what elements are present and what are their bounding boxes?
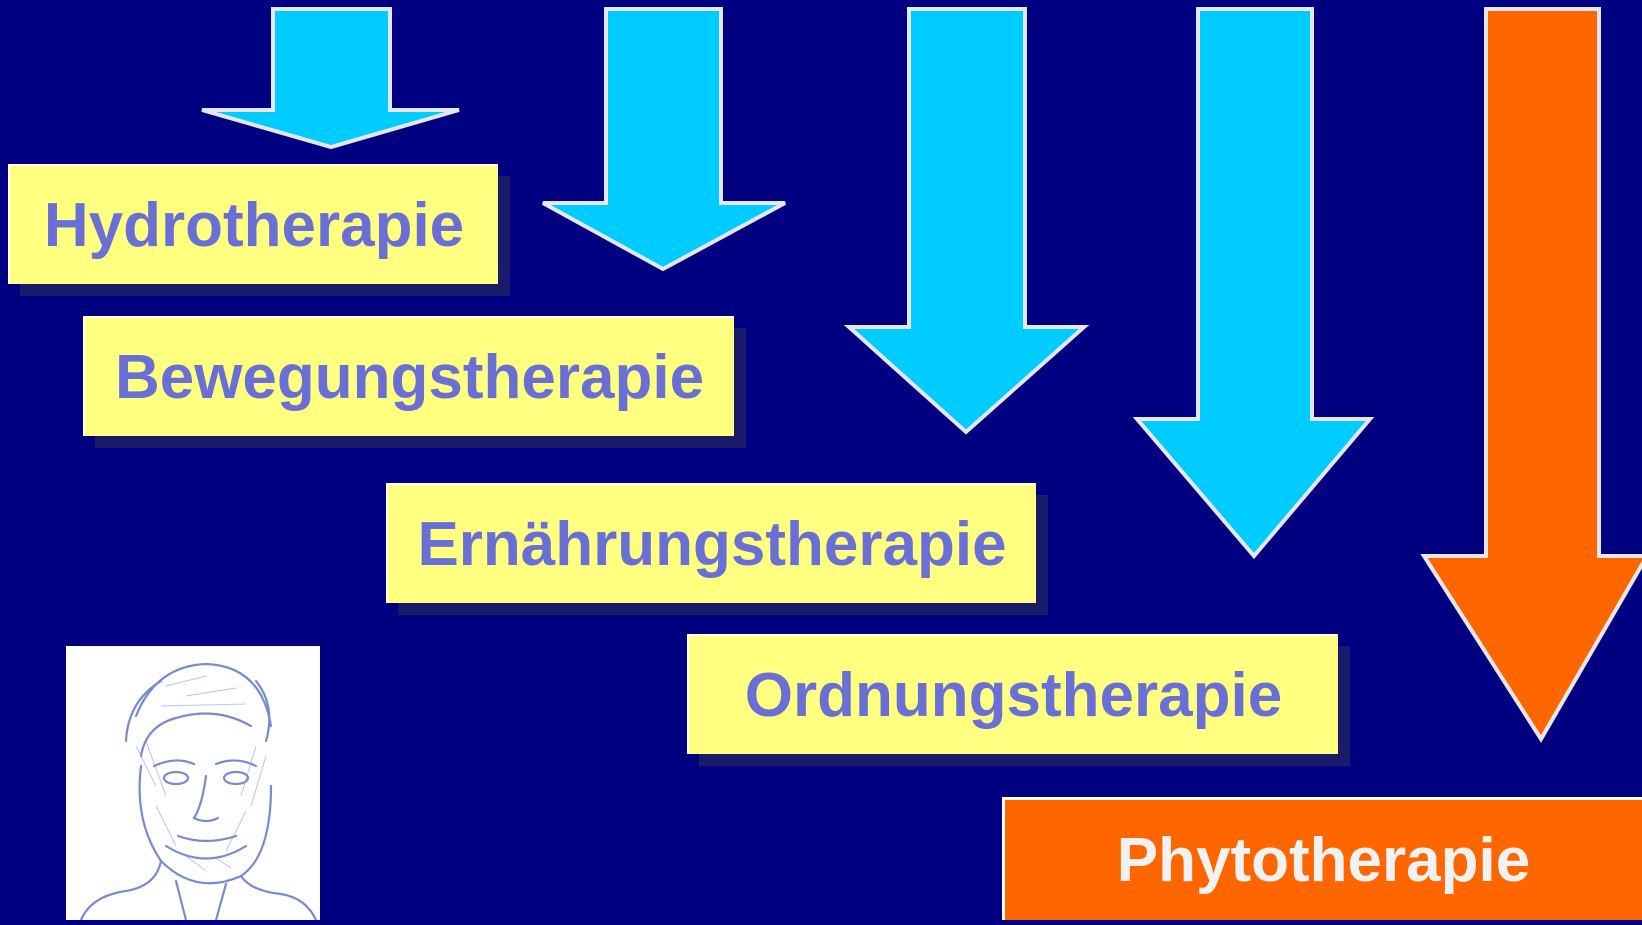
down-arrow-icon xyxy=(1137,9,1370,556)
therapy-label: Bewegungstherapie xyxy=(115,342,704,413)
down-arrow-icon xyxy=(1424,9,1642,739)
therapy-box-ordnungstherapie: Ordnungstherapie xyxy=(687,634,1338,754)
down-arrow-icon xyxy=(849,9,1084,432)
therapy-box-ernaehrungstherapie: Ernährungstherapie xyxy=(386,483,1036,603)
down-arrow-icon xyxy=(543,9,785,269)
therapy-box-hydrotherapie: Hydrotherapie xyxy=(8,164,498,284)
therapy-label: Phytotherapie xyxy=(1117,825,1530,896)
therapy-label: Ordnungstherapie xyxy=(745,660,1282,731)
therapy-box-bewegungstherapie: Bewegungstherapie xyxy=(83,316,734,436)
portrait-engraving-icon xyxy=(66,646,320,920)
down-arrow-icon xyxy=(202,9,459,147)
therapy-box-phytotherapie: Phytotherapie xyxy=(1002,797,1642,920)
therapy-label: Ernährungstherapie xyxy=(417,509,1006,580)
therapy-label: Hydrotherapie xyxy=(44,190,464,261)
